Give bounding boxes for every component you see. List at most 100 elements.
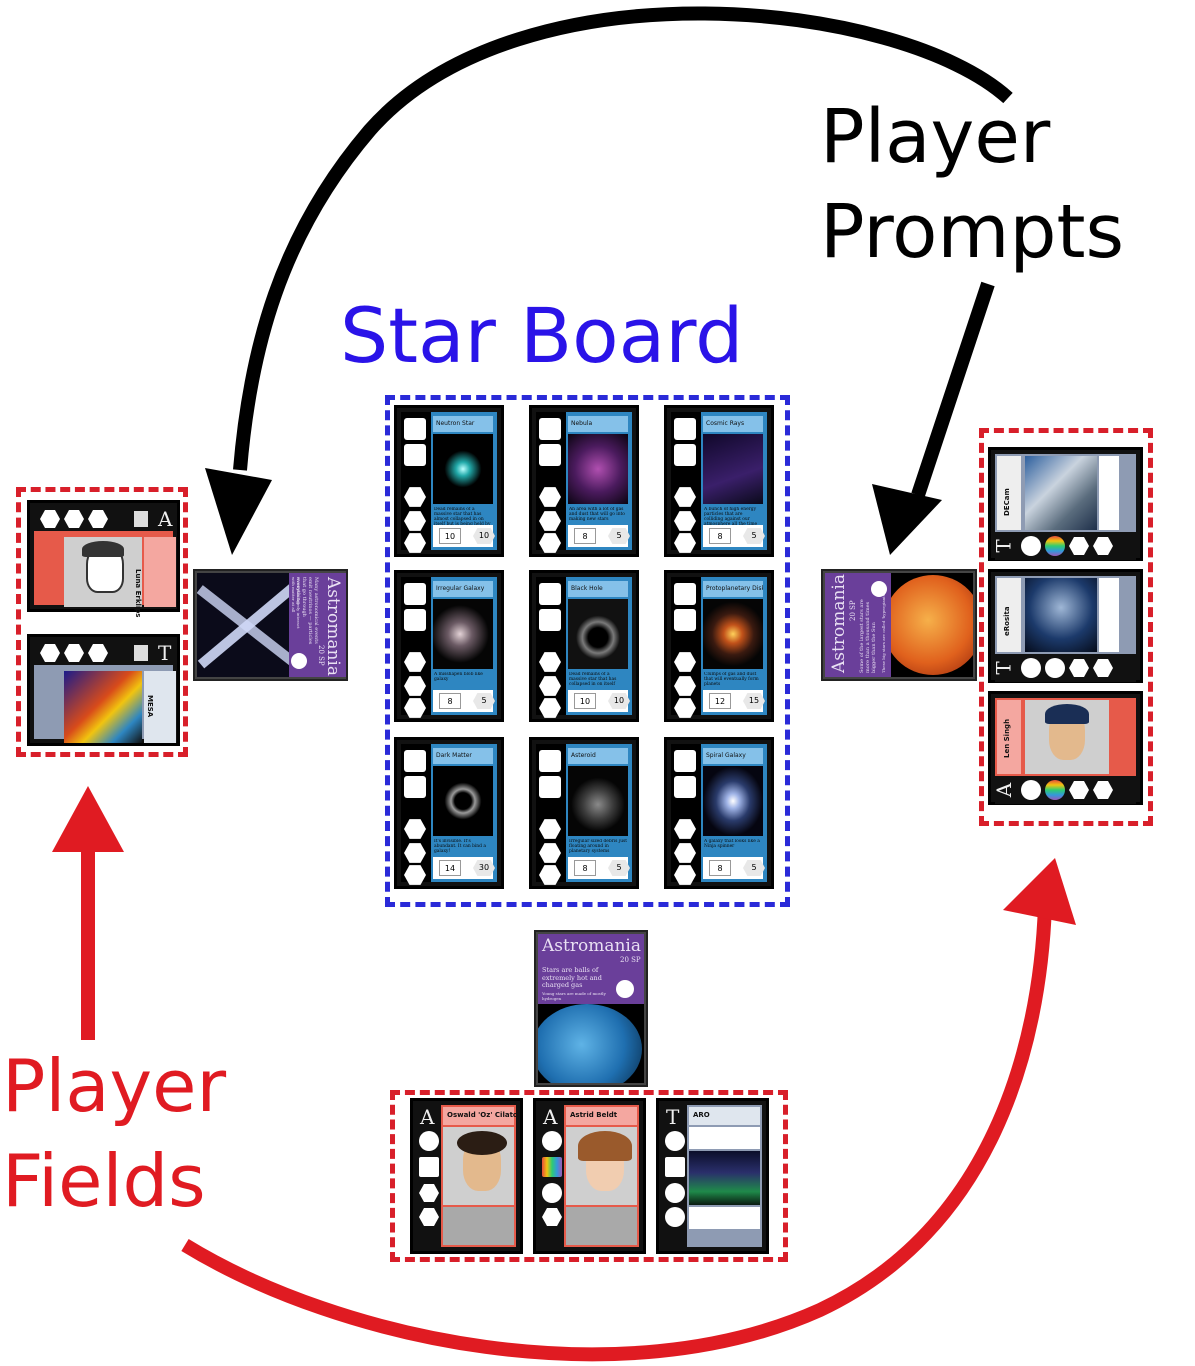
left-player-field (16, 487, 188, 757)
star-card-description: Dead remains of a massive star that has … (569, 672, 617, 687)
spectrum-icon (404, 444, 426, 466)
radio-icon (665, 1183, 685, 1203)
hex-slot-icon (40, 644, 60, 662)
card-name: Oswald 'Oz' Cilato (447, 1111, 518, 1119)
fields-up-arrowhead (52, 786, 124, 852)
hex-slot-icon (404, 676, 426, 696)
right-card-len-singh[interactable]: A Len Singh (988, 691, 1143, 805)
icon-column (401, 744, 431, 885)
hex-slot-icon (1093, 537, 1113, 555)
star-card-description: A misshapen blob like galaxy (434, 672, 483, 682)
star-image (568, 766, 628, 836)
icon-column (671, 412, 701, 553)
stat-cost: 8 (709, 860, 731, 876)
right-card-erosita[interactable]: T eRosita (988, 569, 1143, 683)
gear-slot-icon (1021, 658, 1041, 678)
bottom-card-oswald[interactable]: A Oswald 'Oz' Cilato (410, 1098, 523, 1254)
star-card-title: Protoplanetary Disk (703, 581, 763, 597)
stat-cost: 8 (709, 528, 731, 544)
hex-slot-icon (674, 511, 696, 531)
cluster-icon (665, 1207, 685, 1227)
star-card-description: An area with a lot of gas and dust that … (569, 507, 625, 522)
wave-icon (665, 1157, 685, 1177)
instrument-image (1025, 456, 1097, 530)
star-card-title: Black Hole (568, 581, 628, 597)
left-card-mesa[interactable]: T MESA (27, 634, 180, 746)
stat-points: 10 (608, 693, 630, 709)
star-board-zone (385, 395, 790, 907)
role-letter: A (158, 507, 173, 531)
hex-slot-icon (674, 676, 696, 696)
hex-slot-icon (539, 533, 561, 553)
astromania-prompt-left[interactable]: Astromania 20 SP Many astronomical event… (193, 569, 348, 681)
hex-slot-icon (404, 533, 426, 553)
hex-slot-icon (88, 510, 108, 528)
stat-cost: 14 (439, 860, 461, 876)
gear-slot-icon (1021, 780, 1041, 800)
star-card[interactable]: Nebula An area with a lot of gas and dust… (529, 405, 639, 557)
role-letter: T (991, 661, 1016, 675)
astro-sp: 20 SP (317, 645, 325, 666)
wave-icon (539, 750, 561, 772)
role-letter: A (543, 1105, 558, 1129)
star-sun-icon (291, 653, 307, 669)
wave-icon (674, 583, 696, 605)
stat-points: 10 (473, 528, 495, 544)
icon-column (536, 744, 566, 885)
astromania-prompt-bottom[interactable]: Astromania 20 SP Stars are balls of extr… (534, 930, 648, 1087)
stat-cost: 12 (709, 693, 731, 709)
astro-small-text: These big stars are called 'hypergiants' (881, 593, 886, 673)
gear-slot-icon (1021, 536, 1041, 556)
player-fields-label-line1: Player (2, 1044, 227, 1128)
astro-title: Astromania (829, 574, 849, 673)
card-name: eRosita (1003, 606, 1011, 636)
hex-slot-icon (674, 652, 696, 672)
galaxy-icon (542, 1183, 562, 1203)
hex-slot-icon (404, 511, 426, 531)
role-letter: T (666, 1105, 680, 1129)
hex-slot-icon (404, 487, 426, 507)
portrait (443, 1127, 514, 1205)
player-prompts-label-line2: Prompts (820, 189, 1125, 275)
bottom-card-astrid[interactable]: A Astrid Beldt (533, 1098, 646, 1254)
stat-cost: 8 (574, 528, 596, 544)
card-name: DECam (1003, 488, 1011, 516)
hex-slot-icon (1069, 781, 1089, 799)
bottom-card-aro[interactable]: T ARO (656, 1098, 769, 1254)
wave-icon (419, 1157, 439, 1177)
icon-column (401, 412, 431, 553)
simulation-image (64, 671, 142, 743)
hex-slot-icon (539, 487, 561, 507)
hex-slot-icon (404, 843, 426, 863)
astro-sp: 20 SP (849, 600, 857, 621)
star-image (433, 599, 493, 669)
hex-slot-icon (539, 511, 561, 531)
portrait (566, 1127, 637, 1205)
hex-slot-icon (40, 510, 60, 528)
prompt-to-right-arrowhead (872, 484, 942, 555)
right-player-field (979, 428, 1153, 826)
star-card-title: Cosmic Rays (703, 416, 763, 432)
right-card-decam[interactable]: T DECam (988, 447, 1143, 561)
spectrum-icon (539, 609, 561, 631)
astro-small-text: Young stars are made of mostly hydrogen (542, 991, 606, 1001)
spectrum-icon (539, 444, 561, 466)
card-name: Astrid Beldt (570, 1111, 618, 1119)
left-card-luna-erklips[interactable]: A Luna Erklips (27, 500, 180, 617)
wave-icon (404, 750, 426, 772)
star-card-title: Nebula (568, 416, 628, 432)
astromania-prompt-right[interactable]: Astromania 20 SP Some of the largest sta… (821, 569, 977, 681)
star-image (703, 599, 763, 669)
